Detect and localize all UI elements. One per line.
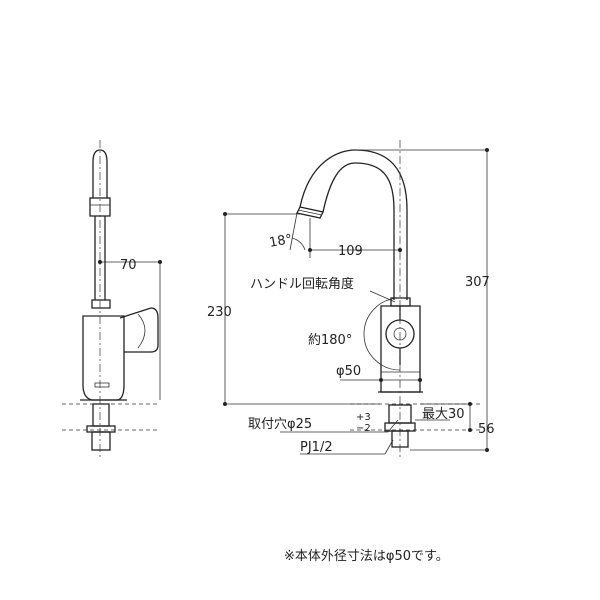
mounting-hole-label: 取付穴φ25: [248, 417, 312, 432]
side-spout-offset-dim: 70: [120, 258, 137, 273]
handle-rotation-label: ハンドル回転角度: [250, 276, 354, 292]
max-thickness-dim: 最大30: [422, 407, 465, 422]
height-to-spout-dim: 230: [207, 305, 232, 320]
total-height-dim: 307: [465, 275, 490, 290]
reach-dim: 109: [338, 244, 363, 259]
side-view: [62, 140, 162, 460]
handle-angle-dim: 約180°: [308, 333, 352, 348]
footnote: ※本体外径寸法はφ50です。: [284, 549, 449, 564]
pipe-thread-label: PJ1/2: [300, 440, 333, 455]
mounting-hole-tol-upper: +3: [356, 412, 371, 423]
mounting-hole-tol-lower: −2: [356, 423, 371, 434]
spout-angle-dim: 18°: [268, 232, 293, 251]
body-diameter-dim: φ50: [336, 364, 361, 379]
shank-length-dim: 56: [478, 422, 495, 437]
front-view: [223, 140, 489, 460]
